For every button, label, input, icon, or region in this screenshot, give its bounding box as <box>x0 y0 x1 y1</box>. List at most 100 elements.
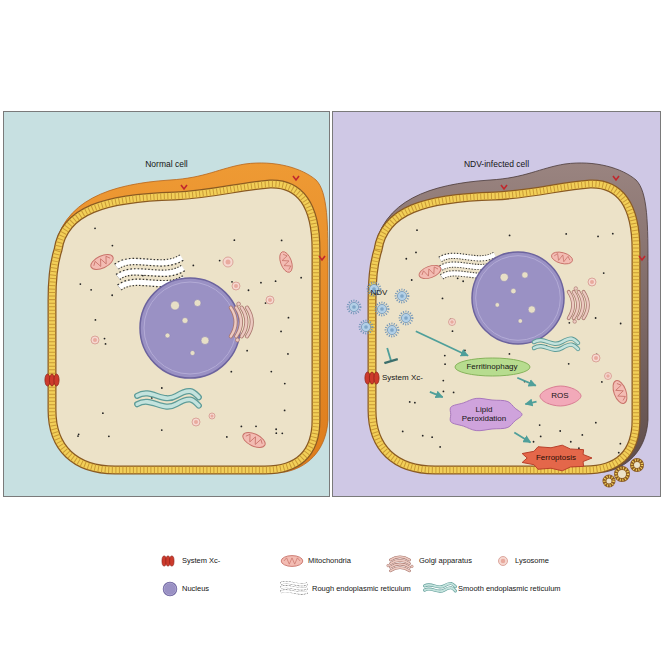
virus-spikes <box>386 324 399 337</box>
nucleolus <box>528 306 535 313</box>
virus-spikes <box>348 301 361 314</box>
cytoplasm-dot <box>246 350 248 352</box>
wall-mark <box>293 176 299 180</box>
membrane-bleb <box>605 477 614 486</box>
cytoplasm-dot <box>422 435 424 437</box>
legend-item: Golgi apparatus <box>419 557 472 566</box>
cytoplasm-dot <box>533 441 535 443</box>
cytoplasm-dot <box>102 412 104 414</box>
legend-label: Lysosome <box>515 557 549 566</box>
golgi-cisterna <box>231 308 236 337</box>
cytoplasm-dot <box>603 272 605 274</box>
virus-core <box>404 316 408 320</box>
wall-mark <box>319 256 325 260</box>
lysosome <box>606 374 610 378</box>
lysosome <box>192 418 200 426</box>
cytoplasm-dot <box>104 338 106 340</box>
cytoplasm-dot <box>77 435 79 437</box>
cytoplasm-dot <box>409 401 411 403</box>
cytoplasm-dot <box>431 436 433 438</box>
cytoplasm-dot <box>192 265 194 267</box>
virus-spikes <box>396 290 409 303</box>
membrane-bleb <box>605 477 614 486</box>
cell-wall-cap <box>52 163 328 472</box>
arrow-connector <box>514 433 530 443</box>
nucleolus <box>171 301 180 310</box>
process-label: Lipid Peroxidation <box>458 405 510 423</box>
cytoplasm-dot <box>578 447 580 449</box>
cytoplasm-dot <box>108 435 110 437</box>
rough-er-band <box>281 587 307 589</box>
lysosome <box>194 420 198 424</box>
cytoplasm-dot <box>416 229 418 231</box>
nucleolus <box>182 318 188 324</box>
transporter-label: System Xc- <box>382 373 423 382</box>
cytoplasm-dot <box>270 371 272 373</box>
lysosome <box>211 415 214 418</box>
membrane-bleb <box>616 468 628 480</box>
legend-item: Nucleus <box>182 585 209 594</box>
mitochondrion-cristae <box>92 255 111 269</box>
nucleolus <box>511 288 517 294</box>
cell-outline <box>52 163 328 472</box>
panel-box: Normal cell <box>3 111 330 497</box>
cytoplasm-dot <box>444 363 446 365</box>
lysosome <box>226 260 231 265</box>
rough-er-band <box>281 582 307 584</box>
lysosome <box>594 356 598 360</box>
virus-label: NDV <box>371 288 388 297</box>
cytoplasm-dot <box>94 227 96 229</box>
cytoplasm-dot <box>559 430 561 432</box>
nucleus <box>144 282 236 374</box>
legend-label: Smooth endoplasmic reticulum <box>458 585 561 594</box>
lysosome <box>268 298 272 302</box>
arrow-connector <box>525 402 536 405</box>
transporter-symbol <box>54 374 59 386</box>
rough-er-band <box>440 252 495 262</box>
mitochondrion-cristae <box>614 382 627 401</box>
smooth-er-tube <box>425 588 456 592</box>
cytoplasm-dot <box>411 279 413 281</box>
cytoplasm-dot <box>457 277 459 279</box>
transporter-symbol <box>162 556 174 566</box>
mitochondrion-cristae <box>553 253 570 263</box>
lysosome <box>91 336 99 344</box>
cytoplasm-dot <box>275 280 277 282</box>
transporter-symbol <box>374 372 379 384</box>
golgi <box>569 287 588 324</box>
cytoplasm-dot <box>161 387 163 389</box>
rough-er-band <box>116 254 182 269</box>
cytoplasm-dot <box>452 330 454 332</box>
legend-item: Smooth endoplasmic reticulum <box>458 585 561 594</box>
cytoplasm-dot <box>275 432 277 434</box>
virus-core <box>400 294 404 298</box>
legend-item: Rough endoplasmic reticulum <box>312 585 411 594</box>
rough-er-band <box>118 265 184 280</box>
process-cloud: Lipid Peroxidation <box>446 397 523 432</box>
virus-particle <box>377 304 386 313</box>
cell-outline <box>372 163 648 472</box>
rough-er-band <box>116 254 182 269</box>
virus-core <box>352 305 356 309</box>
virus-core <box>380 307 384 311</box>
virus-particle <box>401 313 410 322</box>
cytoplasm-dot <box>405 258 407 260</box>
cell-membrane <box>52 184 316 470</box>
rough-er-band <box>281 582 307 584</box>
cytoplasm-dot <box>464 350 466 352</box>
nucleus <box>140 278 240 378</box>
outcome-starburst <box>522 445 592 471</box>
cytoplasm-dot <box>265 302 267 304</box>
cytoplasm-dot <box>442 298 444 300</box>
virus-particle <box>376 303 389 316</box>
cytoplasm-dot <box>90 289 92 291</box>
transporter-symbol <box>170 556 174 566</box>
process-label: Ferritinophagy <box>466 362 517 371</box>
cytoplasm-dot <box>111 294 113 296</box>
transporter-node: System Xc- <box>364 364 428 392</box>
cytoplasm-dot <box>444 355 446 357</box>
virus-spikes <box>376 303 389 316</box>
wall-mark <box>501 185 507 189</box>
lysosome <box>499 557 508 566</box>
virus-particle <box>397 291 406 300</box>
